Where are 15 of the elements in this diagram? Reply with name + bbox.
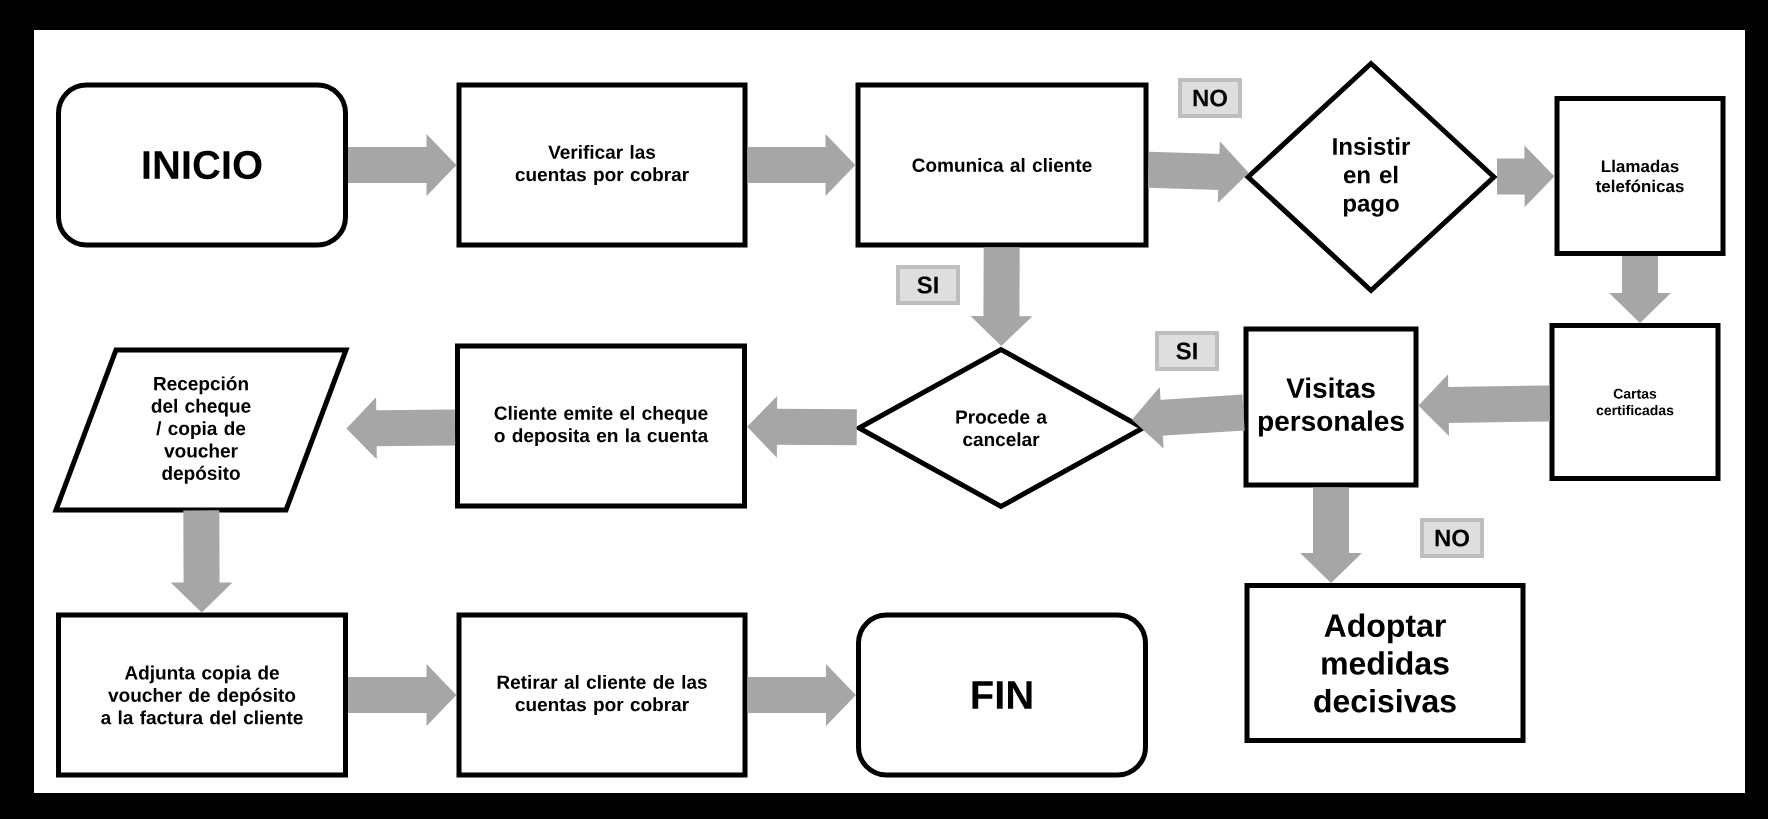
process-box: Verificar las cuentas por cobrar	[456, 82, 748, 248]
process-box: Adjunta copia de voucher de depósito a la factura del cliente	[56, 612, 348, 778]
terminal-box: FIN	[856, 612, 1148, 778]
edge-label: SI	[896, 265, 960, 305]
edge-label: SI	[1155, 331, 1219, 371]
process-box: Adoptar medidas decisivas	[1244, 583, 1526, 743]
terminal-box: INICIO	[56, 82, 348, 248]
process-box: Retirar al cliente de las cuentas por cobrar	[456, 612, 748, 778]
process-box: Llamadas telefónicas	[1554, 96, 1726, 256]
edge-label: NO	[1420, 518, 1484, 558]
process-box: Cliente emite el cheque o deposita en la cuenta	[455, 343, 747, 509]
edge-label: NO	[1178, 78, 1242, 118]
process-box: Comunica al cliente	[855, 82, 1149, 248]
process-box: Cartas certificadas	[1549, 323, 1721, 481]
process-box: Visitas personales	[1243, 326, 1419, 488]
